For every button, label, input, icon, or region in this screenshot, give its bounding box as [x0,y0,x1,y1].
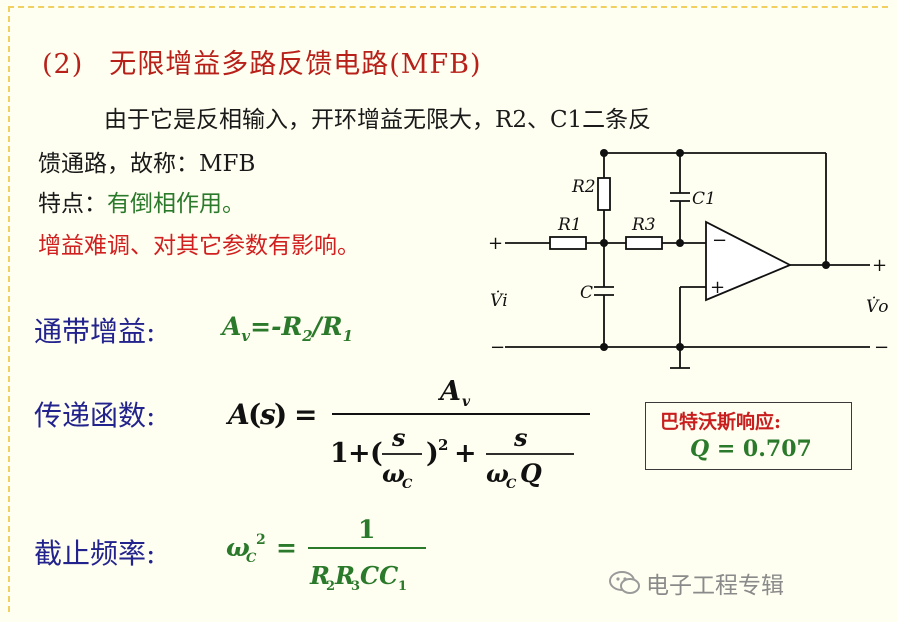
svg-text:=: = [276,533,297,562]
svg-text:+: + [872,255,887,276]
transfer-function-formula: A ( s ) = A v 1 + ( s ω C ) 2 + s ω C Q [225,376,590,492]
svg-text:ω: ω [382,459,405,488]
intro-line-1: 由于它是反相输入，开环增益无限大，R2、C1二条反 [104,107,652,133]
drawback-text: 增益难调、对其它参数有影响。 [38,233,360,259]
svg-text:R: R [334,561,355,590]
svg-text:3: 3 [351,579,360,594]
cutoff-frequency-label: 截止频率: [34,537,156,570]
slide-title: (2) 无限增益多路反馈电路(MFB) [42,42,482,81]
svg-text:Q: Q [520,459,542,488]
svg-text:C: C [402,477,413,492]
label-r2: R2 [571,177,596,197]
label-r3: R3 [631,215,656,235]
svg-text:A: A [437,376,461,407]
svg-text:1: 1 [398,579,407,594]
svg-text:+: + [488,233,503,254]
svg-text:+: + [454,438,477,469]
svg-text:A: A [225,398,250,431]
wechat-icon [609,571,640,594]
svg-text:2: 2 [256,532,266,548]
svg-text:1: 1 [358,515,375,544]
title-text: 无限增益多路反馈电路(MFB) [109,49,482,80]
butterworth-title: 巴特沃斯响应: [660,411,782,433]
svg-text:ω: ω [486,459,509,488]
svg-text:2: 2 [326,579,335,594]
q-symbol: Q [690,436,710,462]
watermark-text: 电子工程专辑 [646,573,784,599]
features: 特点：有倒相作用。 [38,184,245,218]
svg-text:2: 2 [438,436,448,454]
svg-text:(: ( [370,438,383,469]
svg-text:(: ( [248,398,261,431]
butterworth-box [645,402,852,470]
features-text: 有倒相作用。 [107,191,245,217]
svg-text:=: = [294,398,317,431]
mfb-circuit-diagram: − + + + − − R1 R3 R2 C1 C V̇i V̇o [488,149,889,369]
label-vi: V̇i [490,291,508,311]
label-c1: C1 [692,189,716,209]
svg-text:+: + [710,277,725,298]
label-r1: R1 [557,215,582,235]
transfer-function-label: 传递函数: [34,399,156,432]
svg-text:s: s [513,423,528,452]
frame-top [8,6,888,8]
passband-gain-label: 通带增益: [34,315,156,348]
title-number: (2) [42,49,84,80]
butterworth-q: Q = 0.707 [690,436,812,462]
svg-text:): ) [426,438,439,469]
svg-text:C: C [506,477,517,492]
svg-text:1: 1 [330,438,349,469]
svg-text:+: + [348,438,371,469]
svg-text:−: − [490,337,505,358]
svg-text:R: R [309,561,330,590]
svg-text:v: v [462,394,471,410]
q-value: = 0.707 [716,436,812,462]
svg-text:ω: ω [226,533,250,562]
svg-text:s: s [259,398,276,431]
intro-line-2: 馈通路，故称：MFB [38,151,256,177]
svg-text:CC: CC [360,561,398,590]
svg-text:s: s [391,423,406,452]
label-c: C [580,283,593,303]
passband-gain-formula: Av=-R2/R1 [222,312,354,345]
frame-left [8,6,10,612]
svg-text:−: − [712,230,727,251]
features-label: 特点： [38,191,107,217]
svg-text:C: C [246,551,257,566]
svg-text:−: − [874,337,889,358]
label-vo: V̇o [866,297,889,317]
svg-text:): ) [274,398,287,431]
